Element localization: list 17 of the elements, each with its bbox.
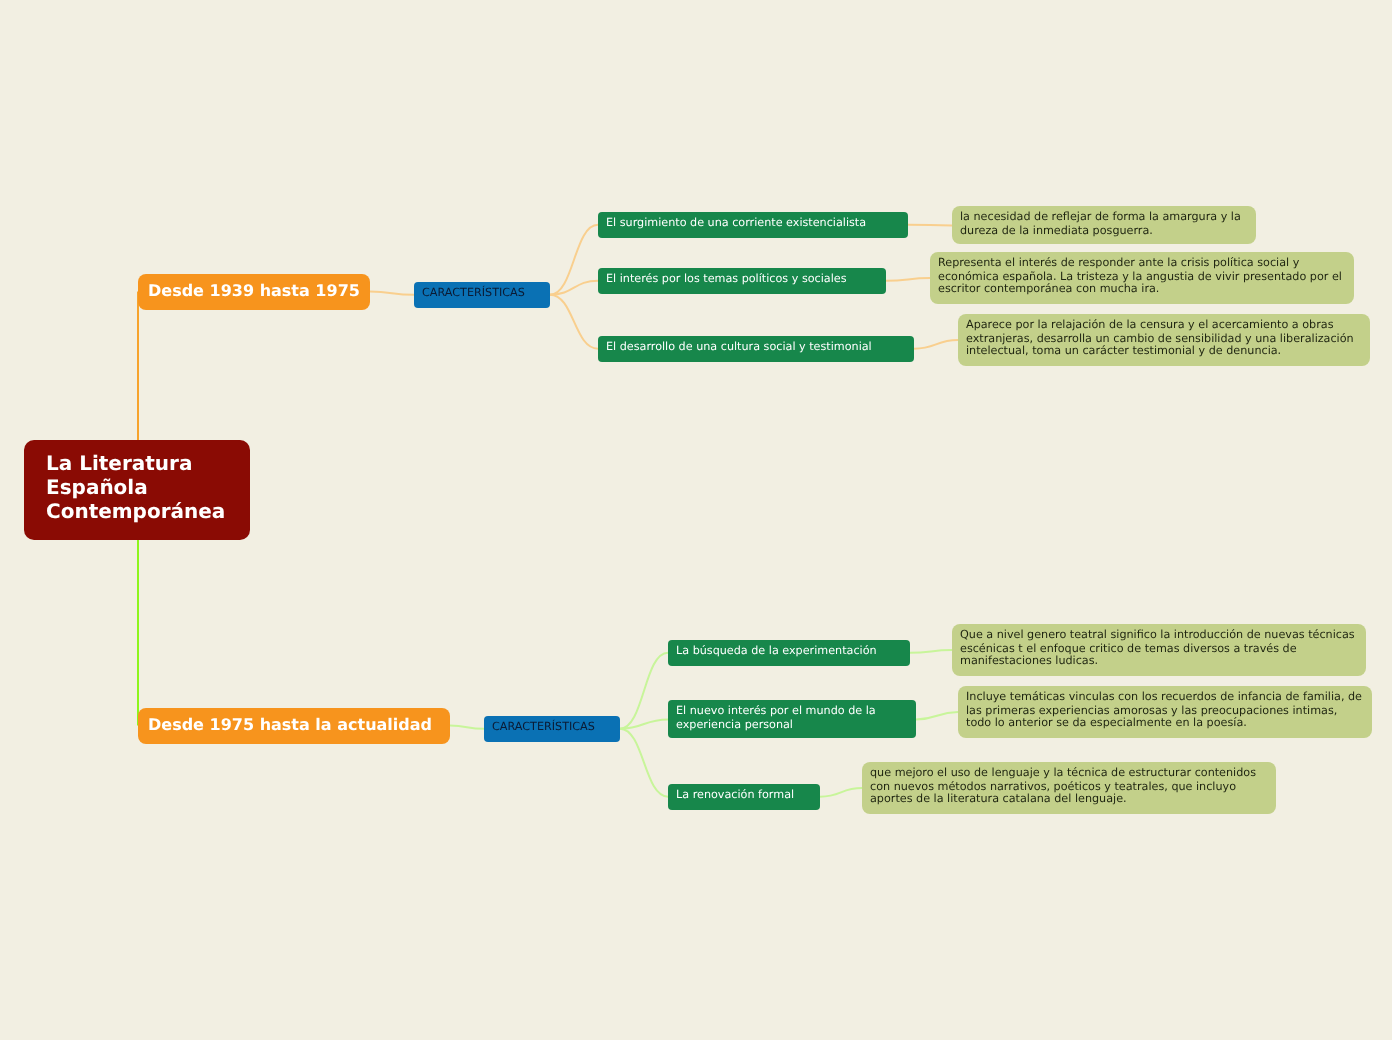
connector-line — [619, 727, 669, 798]
connector-line — [619, 718, 669, 730]
connector-line — [619, 651, 669, 730]
connector-line — [909, 649, 953, 654]
connector-line — [549, 279, 599, 296]
connector-line — [449, 724, 485, 730]
connector-line — [549, 223, 599, 296]
connector-line — [819, 787, 863, 798]
connector-line — [549, 293, 599, 350]
connector-line — [885, 277, 931, 282]
connector-line — [913, 339, 959, 350]
main-topic: Desde 1939 hasta 1975 — [138, 274, 370, 310]
connector-line — [907, 223, 953, 227]
connector-line — [915, 711, 959, 721]
main-topic: Desde 1975 hasta la actualidad — [138, 708, 450, 744]
root-topic: La Literatura Española Contemporánea — [24, 440, 250, 540]
connector-line — [369, 290, 415, 296]
